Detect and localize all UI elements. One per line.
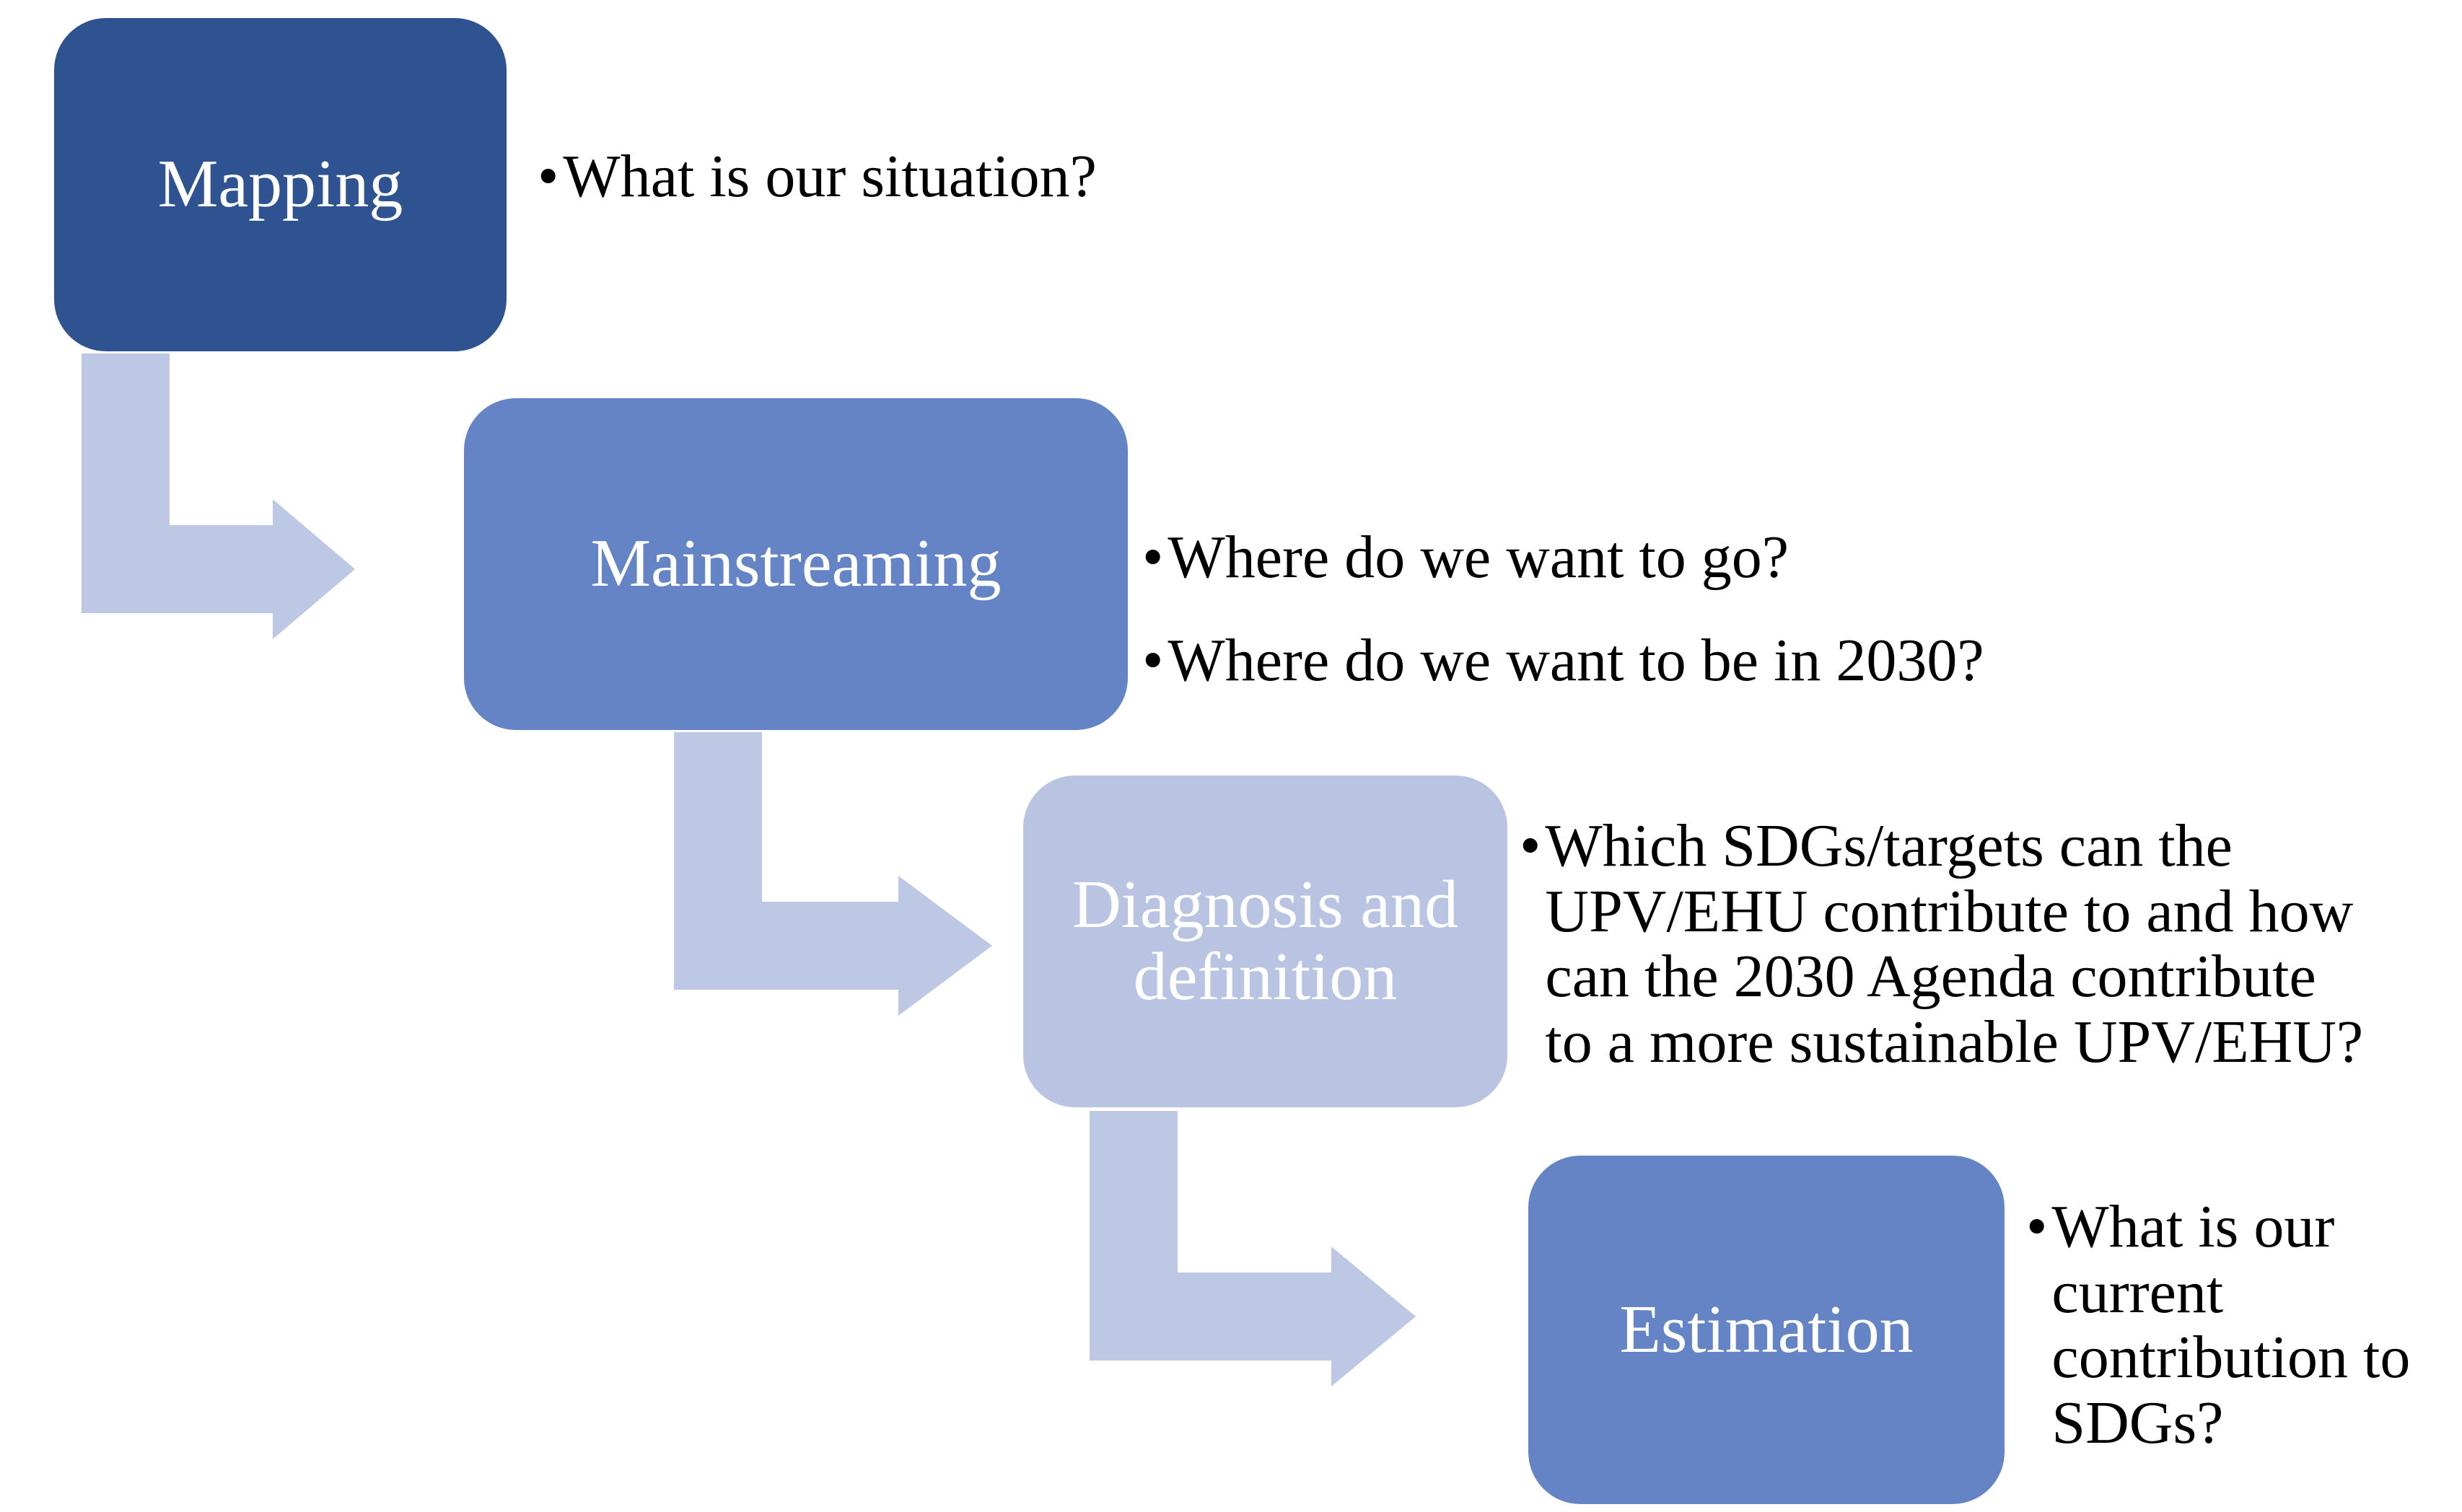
step-box-estimation: Estimation xyxy=(1528,1156,2005,1504)
step-label: Mainstreaming xyxy=(590,526,1002,602)
arrow-head-icon xyxy=(273,499,355,639)
bullet-item: • Which SDGs/targets can the UPV/EHU con… xyxy=(1520,812,2364,1076)
step-box-diagnosis-and-definition: Diagnosis and definition xyxy=(1023,775,1507,1107)
step-box-mainstreaming: Mainstreaming xyxy=(464,398,1128,730)
bullet-text: Where do we want to go? xyxy=(1168,524,1789,591)
bullet-item: • What is our current contribution to SD… xyxy=(2026,1193,2411,1457)
bullet-list-mapping: • What is our situation? xyxy=(538,144,1097,210)
bullet-dot: • xyxy=(1520,812,1541,879)
bullet-text: What is our current contribution to SDGs… xyxy=(2051,1193,2411,1457)
bullet-item: • Where do we want to go? xyxy=(1142,524,1984,591)
bullet-dot: • xyxy=(2026,1193,2048,1260)
step-box-mapping: Mapping xyxy=(54,18,507,351)
bullet-dot: • xyxy=(1142,626,1164,694)
bullet-list-diagnosis: • Which SDGs/targets can the UPV/EHU con… xyxy=(1520,812,2364,1076)
bullet-item: • What is our situation? xyxy=(538,144,1097,210)
step-label: Mapping xyxy=(157,146,403,222)
bullet-list-estimation: • What is our current contribution to SD… xyxy=(2026,1193,2411,1457)
bullet-dot: • xyxy=(538,143,559,210)
step-label: Estimation xyxy=(1619,1291,1914,1367)
bullet-item: • Where do we want to be in 2030? xyxy=(1142,628,1984,694)
bullet-text: Which SDGs/targets can the UPV/EHU contr… xyxy=(1545,812,2364,1076)
arrow-shaft-horizontal xyxy=(674,902,898,990)
bullet-text: Where do we want to be in 2030? xyxy=(1168,626,1984,694)
arrow-shaft-horizontal xyxy=(82,525,273,613)
arrow-head-icon xyxy=(1331,1247,1416,1386)
arrow-head-icon xyxy=(898,876,992,1016)
arrow-shaft-horizontal xyxy=(1090,1273,1331,1361)
bullet-list-mainstreaming: • Where do we want to go? • Where do we … xyxy=(1142,524,1984,694)
bullet-dot: • xyxy=(1142,524,1164,591)
step-label: Diagnosis and definition xyxy=(1072,867,1459,1014)
bullet-text: What is our situation? xyxy=(563,143,1097,210)
